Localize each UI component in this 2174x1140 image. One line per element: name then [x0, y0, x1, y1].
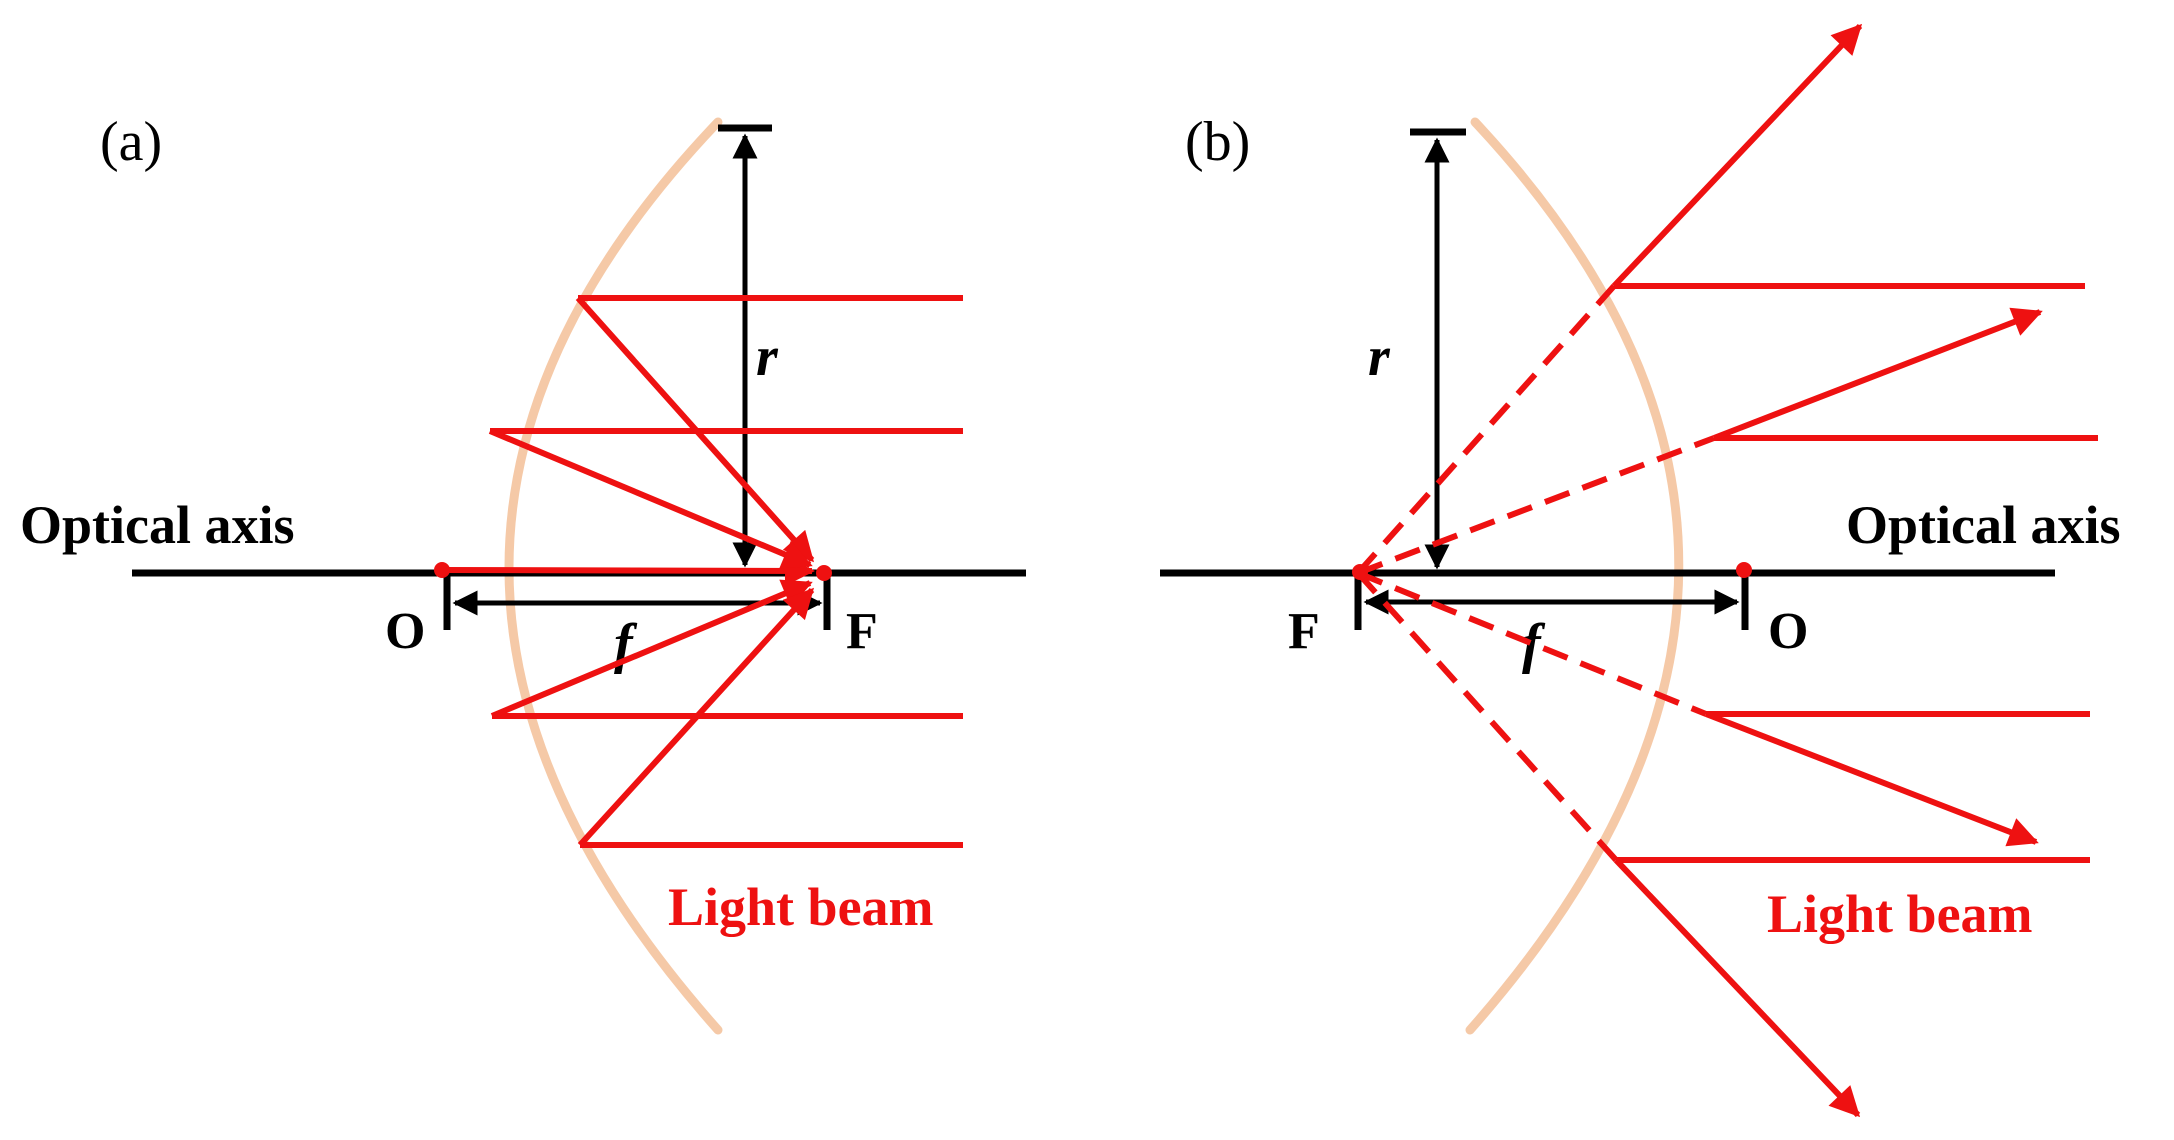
vertex-label-b: O [1768, 603, 1808, 660]
reflected-beam [1613, 857, 1861, 1118]
focus-label-a: F [846, 603, 878, 660]
optical-axis-label-a: Optical axis [20, 495, 295, 555]
virtual-rays-b [1355, 284, 1716, 863]
optical-axis-label-b: Optical axis [1846, 495, 2121, 555]
radius-label-a: r [756, 326, 779, 388]
incoming-beams-a [441, 295, 963, 848]
focus-label-b: F [1288, 603, 1320, 660]
incoming-beams-b [1614, 283, 2098, 863]
virtual-ray [1356, 570, 1708, 717]
virtual-ray [1356, 435, 1716, 576]
panel-a-label: (a) [100, 111, 162, 173]
virtual-ray [1355, 284, 1617, 575]
axial-beam [441, 555, 815, 586]
reflected-beams-a [488, 296, 815, 848]
vertex-point-a [434, 562, 450, 578]
beam-label-a: Light beam [668, 877, 934, 937]
vertex-point-b [1736, 562, 1752, 578]
reflected-beam [1712, 307, 2043, 441]
reflected-beam [1611, 23, 1863, 289]
mirror-b [1465, 117, 1684, 1035]
reflected-beam [577, 587, 815, 848]
focus-point-a [816, 565, 832, 581]
focus-point-b [1352, 564, 1368, 580]
radius-label-b: r [1368, 326, 1391, 388]
panel-a: (a) Optical axis r f O F [20, 111, 1026, 1035]
beam-label-b: Light beam [1767, 884, 2033, 944]
panel-b-label: (b) [1185, 111, 1250, 173]
reflected-beam [575, 296, 815, 563]
virtual-ray [1355, 570, 1619, 863]
reflected-beam [490, 579, 813, 719]
vertex-label-a: O [385, 603, 425, 660]
reflected-beam [488, 428, 813, 569]
panel-b: (b) Optical axis r f F O [1160, 23, 2121, 1118]
reflected-beams-b [1611, 23, 2043, 1118]
reflected-beam [1704, 711, 2039, 847]
